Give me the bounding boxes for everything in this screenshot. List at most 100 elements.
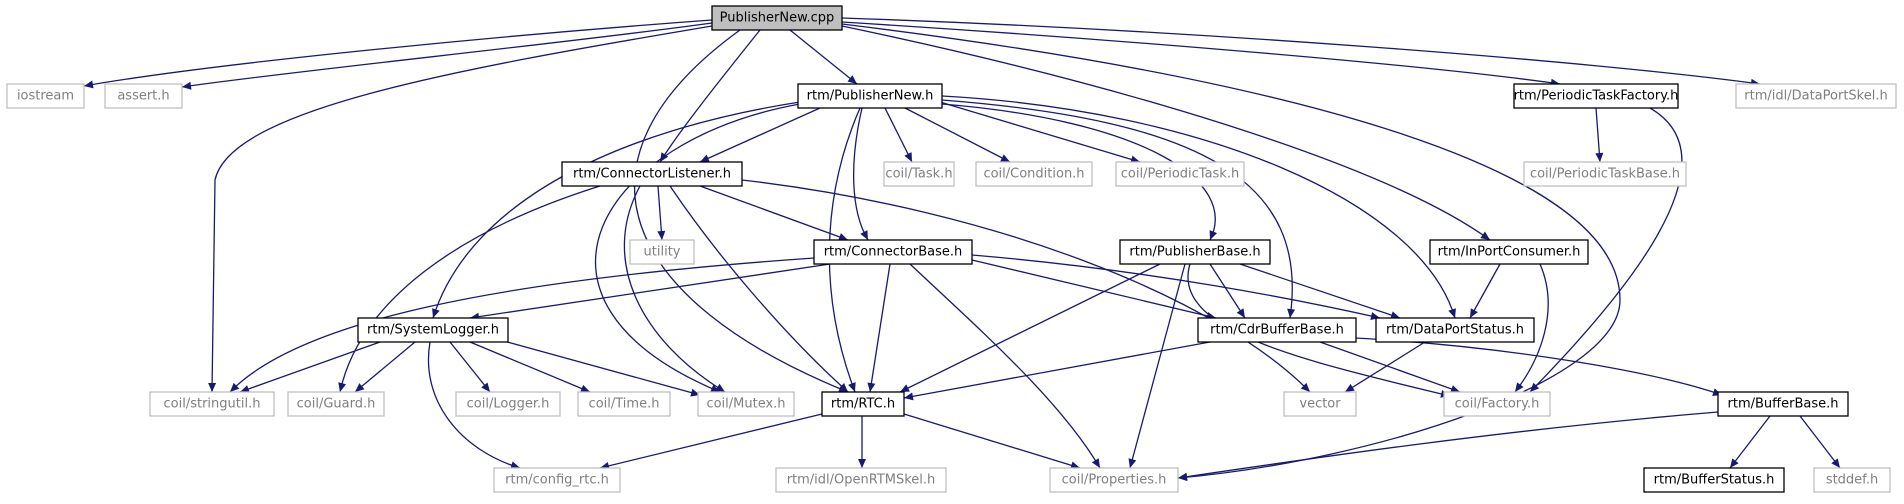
node-rtm-cdrbufferbase-h[interactable]: rtm/CdrBufferBase.h bbox=[1197, 317, 1357, 343]
arrowhead-rtm-inportconsumer-h bbox=[1480, 231, 1490, 240]
node-rtm-periodictaskfactory-h[interactable]: rtm/PeriodicTaskFactory.h bbox=[1513, 83, 1679, 109]
edge-rtm-connectorbase-h-to-rtm-systemlogger-h bbox=[469, 263, 831, 319]
arrowhead-vector bbox=[1345, 383, 1355, 392]
edge-rtm-connectorbase-h-to-coil-stringutil-h bbox=[229, 257, 815, 393]
node-rtm-rtc-h[interactable]: rtm/RTC.h bbox=[821, 391, 905, 417]
edge-rtm-systemlogger-h-to-coil-mutex-h bbox=[499, 339, 701, 396]
dependency-nodes: PublisherNew.cpp iostream assert.h rtm/P… bbox=[6, 5, 1897, 493]
arrowhead-rtm-rtc-h bbox=[900, 384, 910, 392]
edge-rtm-periodictaskfactory-h-to-coil-periodictaskbase-h bbox=[1595, 107, 1601, 163]
node-vector[interactable]: vector bbox=[1283, 391, 1357, 417]
edge-rtm-systemlogger-h-to-coil-stringutil-h bbox=[239, 341, 381, 393]
arrowhead-rtm-cdrbufferbase-h bbox=[1236, 308, 1245, 318]
node-label: rtm/ConnectorListener.h bbox=[573, 167, 731, 182]
node-coil-task-h[interactable]: coil/Task.h bbox=[883, 161, 955, 187]
edge-rtm-bufferbase-h-to-rtm-bufferstatus-h bbox=[1729, 415, 1771, 469]
edge-rtm-rtc-h-to-coil-properties-h bbox=[903, 413, 1081, 469]
node-label: coil/stringutil.h bbox=[164, 397, 261, 412]
edge-rtm-publishernew-h-to-coil-mutex-h bbox=[594, 103, 801, 393]
node-label: rtm/BufferStatus.h bbox=[1654, 473, 1775, 488]
arrowhead-coil-condition-h bbox=[1000, 154, 1010, 162]
node-label: rtm/PublisherBase.h bbox=[1129, 245, 1260, 260]
node-coil-logger-h[interactable]: coil/Logger.h bbox=[455, 391, 561, 417]
node-rtm-bufferstatus-h[interactable]: rtm/BufferStatus.h bbox=[1643, 467, 1785, 493]
arrowhead-rtm-connectorbase-h bbox=[860, 230, 868, 240]
node-rtm-idl-openrtmskel-h[interactable]: rtm/idl/OpenRTMSkel.h bbox=[775, 467, 947, 493]
node-label: coil/Time.h bbox=[589, 397, 660, 412]
edge-rtm-dataportstatus-h-to-vector bbox=[1344, 341, 1426, 393]
edge-rtm-connectorlistener-h-to-rtm-rtc-h bbox=[669, 185, 849, 393]
arrowhead-coil-task-h bbox=[904, 152, 912, 162]
node-label: rtm/PublisherNew.h bbox=[807, 89, 934, 104]
node-rtm-idl-dataportskel-h[interactable]: rtm/idl/DataPortSkel.h bbox=[1735, 83, 1897, 109]
arrowhead-coil-periodictaskbase-h bbox=[1595, 152, 1604, 162]
node-rtm-inportconsumer-h[interactable]: rtm/InPortConsumer.h bbox=[1429, 239, 1589, 265]
edge-rtm-rtc-h-to-rtm-config-rtc-h bbox=[599, 413, 823, 469]
edge-rtm-systemlogger-h-to-coil-time-h bbox=[469, 341, 591, 393]
arrowhead-rtm-publisherbase-h bbox=[1209, 230, 1218, 240]
node-coil-time-h[interactable]: coil/Time.h bbox=[577, 391, 671, 417]
arrowhead-rtm-rtc-h bbox=[904, 392, 914, 401]
edge-rtm-systemlogger-h-to-coil-logger-h bbox=[449, 341, 491, 393]
node-iostream[interactable]: iostream bbox=[6, 83, 85, 109]
edge-rtm-publisherbase-h-to-rtm-dataportstatus-h bbox=[1239, 263, 1401, 319]
node-rtm-connectorlistener-h[interactable]: rtm/ConnectorListener.h bbox=[561, 161, 743, 187]
node-label: iostream bbox=[17, 89, 74, 104]
arrowhead-coil-periodictask-h bbox=[1130, 155, 1140, 164]
arrowhead-coil-properties-h bbox=[1178, 472, 1188, 481]
edge-rtm-publishernew-h-to-rtm-connectorbase-h bbox=[853, 107, 869, 241]
edge-rtm-cdrbufferbase-h-to-coil-factory-h bbox=[1319, 341, 1461, 393]
edge-rtm-systemlogger-h-to-rtm-config-rtc-h bbox=[427, 341, 521, 469]
node-utility[interactable]: utility bbox=[629, 239, 695, 265]
edge-publishernew-cpp-to-rtm-publishernew-h bbox=[789, 29, 858, 85]
node-label: stddef.h bbox=[1826, 473, 1878, 488]
node-label: coil/Condition.h bbox=[983, 167, 1084, 182]
node-coil-periodictask-h[interactable]: coil/PeriodicTask.h bbox=[1115, 161, 1245, 187]
arrowhead-coil-factory-h bbox=[1530, 382, 1540, 392]
node-coil-mutex-h[interactable]: coil/Mutex.h bbox=[697, 391, 795, 417]
edge-rtm-connectorlistener-h-to-rtm-connectorbase-h bbox=[699, 185, 849, 241]
node-rtm-config-rtc-h[interactable]: rtm/config_rtc.h bbox=[493, 467, 621, 493]
node-coil-condition-h[interactable]: coil/Condition.h bbox=[975, 161, 1093, 187]
edge-rtm-publishernew-h-to-coil-condition-h bbox=[904, 107, 1011, 163]
edge-rtm-publisherbase-h-to-rtm-rtc-h bbox=[899, 263, 1161, 393]
node-publishernew-cpp[interactable]: PublisherNew.cpp bbox=[711, 5, 843, 31]
node-label: rtm/RTC.h bbox=[831, 397, 895, 412]
node-label: assert.h bbox=[117, 89, 169, 104]
edge-rtm-connectorbase-h-to-coil-properties-h bbox=[909, 263, 1101, 469]
node-coil-periodictaskbase-h[interactable]: coil/PeriodicTaskBase.h bbox=[1523, 161, 1687, 187]
arrowhead-rtm-rtc-h bbox=[848, 382, 856, 392]
edge-publishernew-cpp-to-assert-h bbox=[181, 22, 713, 88]
node-rtm-systemlogger-h[interactable]: rtm/SystemLogger.h bbox=[357, 317, 509, 343]
arrowhead-rtm-dataportstatus-h bbox=[1470, 308, 1478, 318]
node-assert-h[interactable]: assert.h bbox=[104, 83, 183, 109]
node-label: coil/Task.h bbox=[885, 167, 952, 182]
arrowhead-rtm-systemlogger-h bbox=[432, 308, 440, 318]
node-label: coil/Properties.h bbox=[1062, 473, 1167, 488]
node-rtm-connectorbase-h[interactable]: rtm/ConnectorBase.h bbox=[813, 239, 973, 265]
arrowhead-rtm-bufferstatus-h bbox=[1730, 458, 1739, 468]
node-rtm-publisherbase-h[interactable]: rtm/PublisherBase.h bbox=[1119, 239, 1271, 265]
arrowhead-rtm-rtc-h bbox=[867, 382, 876, 392]
edge-rtm-connectorlistener-h-to-vector bbox=[741, 179, 1311, 393]
node-coil-factory-h[interactable]: coil/Factory.h bbox=[1443, 391, 1551, 417]
edge-rtm-publisherbase-h-to-rtm-cdrbufferbase-h bbox=[1209, 263, 1246, 319]
arrowhead-rtm-rtc-h bbox=[838, 382, 848, 392]
arrowhead-coil-stringutil-h bbox=[240, 385, 250, 393]
node-coil-stringutil-h[interactable]: coil/stringutil.h bbox=[149, 391, 275, 417]
node-label: rtm/DataPortStatus.h bbox=[1386, 323, 1524, 338]
edge-publishernew-cpp-to-coil-stringutil-h bbox=[211, 25, 713, 393]
arrowhead-rtm-dataportstatus-h bbox=[1448, 308, 1456, 318]
node-coil-properties-h[interactable]: coil/Properties.h bbox=[1049, 467, 1179, 493]
node-rtm-bufferbase-h[interactable]: rtm/BufferBase.h bbox=[1717, 391, 1849, 417]
node-label: coil/PeriodicTask.h bbox=[1121, 167, 1239, 182]
node-rtm-publishernew-h[interactable]: rtm/PublisherNew.h bbox=[797, 83, 943, 109]
node-label: coil/PeriodicTaskBase.h bbox=[1530, 167, 1680, 182]
node-stddef-h[interactable]: stddef.h bbox=[1813, 467, 1891, 493]
edge-rtm-systemlogger-h-to-coil-guard-h bbox=[354, 341, 416, 393]
arrowhead-vector bbox=[1300, 382, 1310, 392]
arrowhead-rtm-config-rtc-h bbox=[510, 461, 520, 469]
node-rtm-dataportstatus-h[interactable]: rtm/DataPortStatus.h bbox=[1375, 317, 1535, 343]
node-coil-guard-h[interactable]: coil/Guard.h bbox=[287, 391, 385, 417]
